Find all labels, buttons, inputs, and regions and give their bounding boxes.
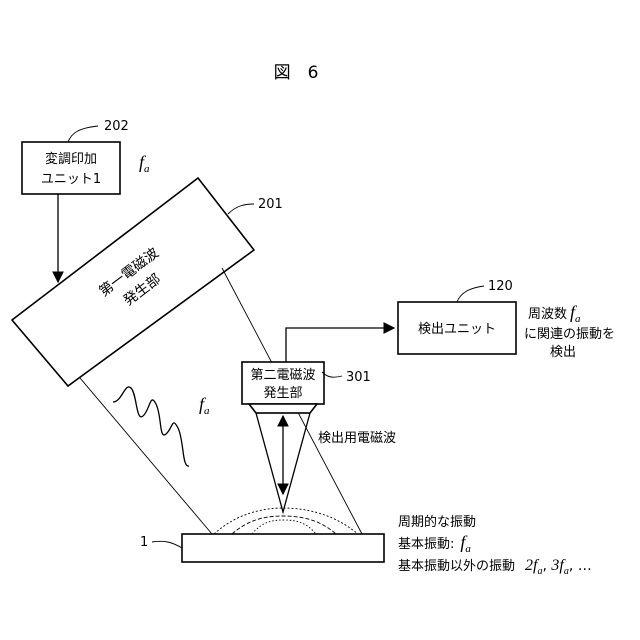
modulation-unit-line2: ユニット1 — [41, 172, 101, 187]
vibration-arcs — [214, 508, 358, 534]
fundamental-vibration-line: 基本振動:fa — [398, 532, 471, 555]
modulation-freq-label: fa — [139, 152, 150, 175]
first-em-generator-leader — [228, 204, 254, 214]
sample-leader — [152, 541, 182, 548]
detection-wave-label: 検出用電磁波 — [318, 431, 396, 446]
harmonics-coef1: 2 — [525, 557, 533, 574]
second-em-generator-leader — [322, 372, 342, 377]
detection-note-line2: に関連の振動を — [524, 327, 615, 342]
harmonics-label: 基本振動以外の振動 — [398, 559, 515, 574]
first-beam-edge-left — [80, 378, 212, 534]
modulated-wave — [113, 387, 189, 466]
wave-freq-label: fa — [199, 394, 210, 417]
modulation-unit: 変調印加 ユニット1 202 fa — [22, 119, 150, 194]
vibration-arc-inner — [252, 520, 316, 534]
first-em-generator: 第一電磁波 発生部 201 — [12, 178, 283, 386]
fundamental-label: 基本振動: — [398, 537, 454, 552]
first-em-generator-box — [12, 178, 254, 386]
detection-note-pre: 周波数 — [528, 307, 567, 322]
detection-unit: 検出ユニット 120 周波数fa に関連の振動を 検出 — [398, 279, 615, 360]
detection-note-line1: 周波数fa — [528, 302, 581, 325]
detection-signal-line — [286, 328, 394, 362]
second-em-generator-line1: 第二電磁波 — [250, 368, 315, 383]
fundamental-sub: a — [465, 543, 471, 555]
modulation-unit-leader — [68, 126, 98, 142]
figure-title: 図 6 — [274, 63, 319, 83]
detection-unit-leader — [457, 286, 484, 302]
wave-freq-sub: a — [204, 405, 210, 417]
detection-note-sub: a — [575, 313, 581, 325]
first-em-generator-ref: 201 — [258, 197, 283, 212]
vibration-notes: 周期的な振動 基本振動:fa 基本振動以外の振動2fa, 3fa, … — [398, 514, 592, 577]
second-em-generator-ref: 301 — [346, 370, 371, 385]
second-em-generator: 第二電磁波 発生部 301 — [242, 362, 371, 413]
harmonics-tail: , … — [569, 558, 592, 574]
sample-ref: 1 — [140, 535, 148, 550]
second-em-generator-line2: 発生部 — [263, 386, 302, 401]
sample-box — [182, 534, 384, 562]
detection-unit-ref: 120 — [488, 279, 513, 294]
harmonics-coef2: 3 — [550, 557, 559, 574]
modulation-unit-ref: 202 — [104, 119, 129, 134]
vibration-arc-outer — [214, 508, 358, 534]
detection-unit-label: 検出ユニット — [418, 322, 496, 337]
detection-note-line3: 検出 — [550, 345, 576, 360]
harmonics-sep: , — [542, 558, 551, 574]
sample: 1 — [140, 534, 384, 562]
vibration-arc-middle — [232, 516, 336, 534]
second-em-generator-tip — [249, 404, 317, 413]
periodic-vibration-label: 周期的な振動 — [398, 514, 476, 530]
harmonics-line: 基本振動以外の振動2fa, 3fa, … — [398, 557, 592, 577]
modulation-unit-line1: 変調印加 — [45, 151, 97, 167]
modulation-freq-sub: a — [144, 163, 150, 175]
